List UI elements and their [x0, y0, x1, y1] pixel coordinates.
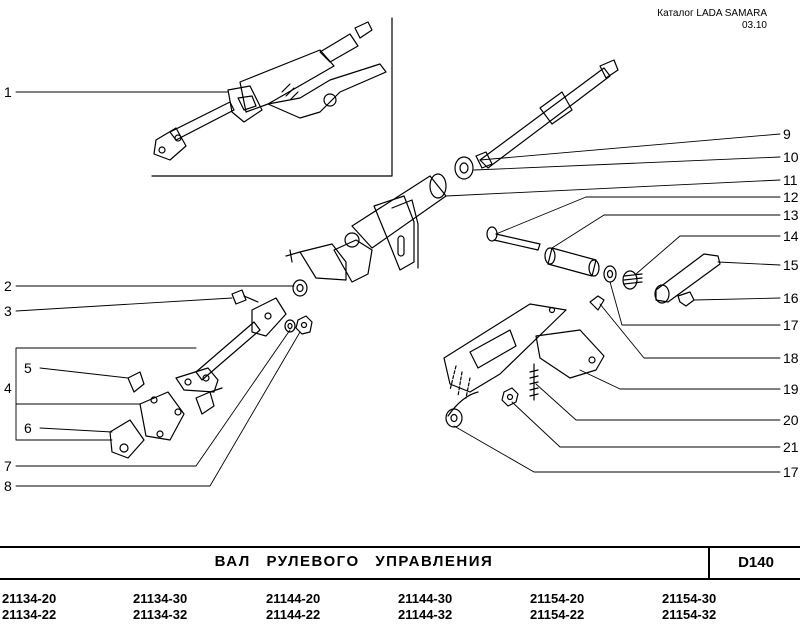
callout-13: 13: [783, 207, 799, 223]
callout-20: 20: [783, 412, 799, 428]
section-code: D140: [708, 548, 800, 578]
callout-9: 9: [783, 126, 791, 142]
model-code: 21134-20: [2, 591, 57, 606]
callout-12: 12: [783, 189, 799, 205]
model-code: 21154-22: [530, 607, 585, 622]
model-column-1: 21134-20 21134-22: [2, 591, 56, 623]
part-5-pins: [127, 371, 223, 415]
part-13-spacer: [544, 247, 600, 277]
part-15-lever: [654, 253, 721, 304]
part-3-bolt: [231, 289, 259, 305]
callout-16: 16: [783, 290, 799, 306]
model-code: 21144-30: [398, 591, 453, 606]
parts-diagram: 1 2 3 4 5 6 7 8 9 10 11 12 13 14 15 16 1…: [4, 17, 799, 494]
part-18-cap: [589, 295, 605, 311]
model-code: 21144-20: [266, 591, 321, 606]
inset-frame: [151, 17, 393, 177]
part-20-spring: [529, 363, 539, 401]
part-4-intermediate-shaft: [175, 297, 287, 393]
model-column-3: 21144-20 21144-22: [266, 591, 320, 623]
part-10-bushing: [454, 156, 474, 180]
part-14-bushing: [622, 270, 643, 290]
callout-7: 7: [4, 458, 12, 474]
model-code: 21134-22: [2, 607, 57, 622]
callout-4: 4: [4, 380, 12, 396]
model-column-5: 21154-20 21154-22: [530, 591, 584, 623]
model-code: 21154-32: [662, 607, 717, 622]
callout-2: 2: [4, 278, 12, 294]
callout-5: 5: [24, 360, 32, 376]
catalog-date: 03.10: [741, 20, 767, 31]
page-title: ВАЛ РУЛЕВОГО УПРАВЛЕНИЯ: [214, 553, 494, 570]
part-8-nut: [295, 315, 313, 335]
part-21-nut: [501, 387, 519, 407]
part-9-steering-shaft: [475, 59, 619, 169]
leader-lines: [15, 91, 781, 487]
catalog-name: Каталог LADA SAMARA: [657, 8, 767, 19]
model-code: 21154-20: [530, 591, 585, 606]
part-6-cardan-flange: [109, 391, 185, 459]
callout-3: 3: [4, 303, 12, 319]
part-16-clip: [677, 291, 695, 307]
callout-1: 1: [4, 84, 12, 100]
callout-19: 19: [783, 381, 799, 397]
part-17-washer-lower: [445, 408, 463, 428]
callout-17: 17: [783, 317, 799, 333]
part-11-column-tube: [285, 173, 447, 283]
model-column-6: 21154-30 21154-32: [662, 591, 716, 623]
model-code: 21144-22: [266, 607, 321, 622]
part-12-bolt: [486, 226, 541, 251]
callout-15: 15: [783, 257, 799, 273]
part-2-bushing: [292, 279, 308, 297]
model-column-4: 21144-30 21144-32: [398, 591, 452, 623]
model-code: 21144-32: [398, 607, 453, 622]
model-code: 21134-30: [133, 591, 188, 606]
callout-14: 14: [783, 228, 799, 244]
callout-labels: 1 2 3 4 5 6 7 8 9 10 11 12 13 14 15 16 1…: [4, 84, 799, 494]
title-bar: ВАЛ РУЛЕВОГО УПРАВЛЕНИЯ D140: [0, 546, 800, 580]
part-1-column-assembly: [153, 21, 387, 161]
model-column-2: 21134-30 21134-32: [133, 591, 187, 623]
callout-8: 8: [4, 478, 12, 494]
callout-10: 10: [783, 149, 799, 165]
callout-17-lower: 17: [783, 464, 799, 480]
model-code: 21154-30: [662, 591, 717, 606]
callout-18: 18: [783, 350, 799, 366]
catalog-header: Каталог LADA SAMARA 03.10: [657, 8, 767, 32]
model-code: 21134-32: [133, 607, 188, 622]
callout-6: 6: [24, 420, 32, 436]
callout-21: 21: [783, 439, 799, 455]
part-17-washer-upper: [603, 265, 617, 283]
part-7-washer: [284, 319, 296, 333]
part-19-bracket: [443, 303, 605, 417]
callout-11: 11: [783, 172, 798, 188]
